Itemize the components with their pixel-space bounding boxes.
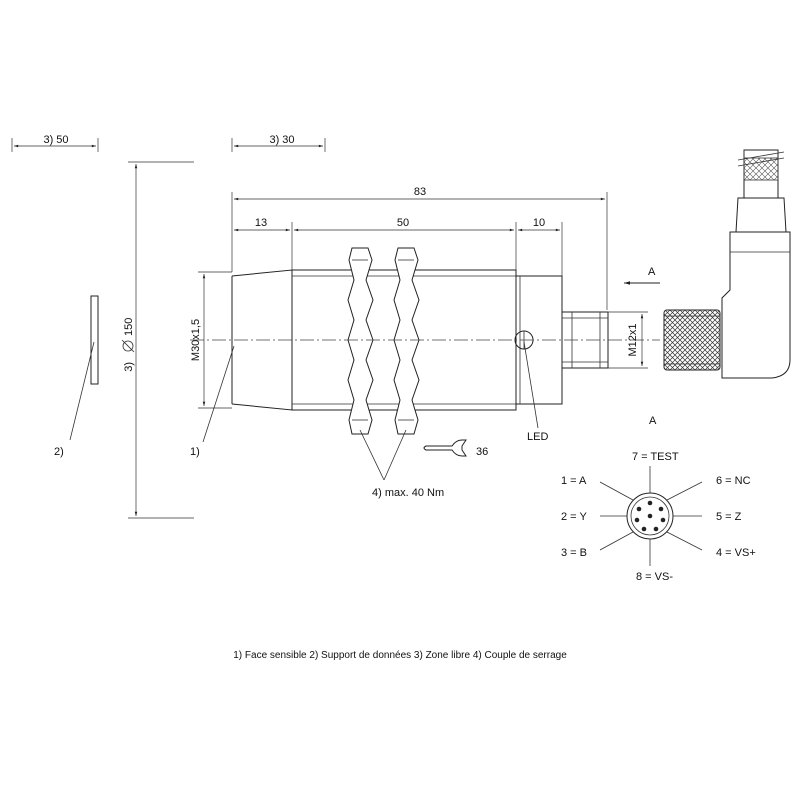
overall-length-label: 83 bbox=[414, 186, 426, 198]
wrench-icon bbox=[423, 439, 467, 457]
view-arrow: A bbox=[624, 266, 660, 285]
wrench-size-label: 36 bbox=[476, 446, 488, 458]
data-carrier: 2) bbox=[54, 295, 99, 458]
led-callout: LED bbox=[527, 431, 548, 443]
thread-spec-label: M30x1,5 bbox=[190, 319, 202, 361]
view-arrow-label: A bbox=[648, 266, 656, 278]
pin1-label: 1 = A bbox=[561, 475, 587, 487]
legend-caption: 1) Face sensible 2) Support de données 3… bbox=[233, 650, 567, 661]
pinout-diagram bbox=[599, 466, 703, 566]
knurled-nut bbox=[663, 309, 721, 371]
free-zone-diameter-label: 3) bbox=[123, 362, 135, 372]
pin6-label: 6 = NC bbox=[716, 475, 751, 487]
free-zone-left-label: 3) 50 bbox=[43, 134, 68, 146]
nut-front bbox=[347, 247, 374, 435]
segment-dimensions: 13 50 10 bbox=[234, 217, 563, 310]
view-title: A bbox=[649, 415, 657, 427]
pin7-label: 7 = TEST bbox=[632, 451, 679, 463]
connector-thread-label: M12x1 bbox=[627, 323, 639, 356]
thread-length-label: 50 bbox=[397, 217, 409, 229]
free-zone-diameter-dimension: 3) 150 bbox=[121, 161, 194, 519]
diameter-symbol-icon bbox=[121, 339, 135, 353]
led-callout-group: LED bbox=[523, 341, 548, 443]
rear-length-label: 10 bbox=[533, 217, 545, 229]
torque-callout-group: 4) max. 40 Nm bbox=[359, 429, 444, 499]
diameter-value-label: 150 bbox=[123, 318, 135, 336]
torque-callout: 4) max. 40 Nm bbox=[372, 487, 444, 499]
data-carrier-callout: 2) bbox=[54, 446, 64, 458]
front-length-label: 13 bbox=[255, 217, 267, 229]
sensing-face-callout-group: 1) bbox=[190, 345, 235, 458]
pin5-label: 5 = Z bbox=[716, 511, 742, 523]
free-zone-top-dimension: 3) 30 bbox=[231, 134, 326, 152]
sensing-face-callout: 1) bbox=[190, 446, 200, 458]
pin2-label: 2 = Y bbox=[561, 511, 587, 523]
pin3-label: 3 = B bbox=[561, 547, 587, 559]
pin8-label: 8 = VS- bbox=[636, 571, 673, 583]
angled-cable-connector bbox=[663, 149, 791, 379]
free-zone-top-label: 3) 30 bbox=[269, 134, 294, 146]
overall-length-dimension: 83 bbox=[231, 186, 608, 310]
thread-dimension: M30x1,5 bbox=[190, 271, 232, 409]
free-zone-left-dimension: 3) 50 bbox=[11, 134, 99, 152]
nut-rear bbox=[393, 247, 420, 435]
pin4-label: 4 = VS+ bbox=[716, 547, 756, 559]
connector-dimension: M12x1 bbox=[608, 311, 648, 369]
